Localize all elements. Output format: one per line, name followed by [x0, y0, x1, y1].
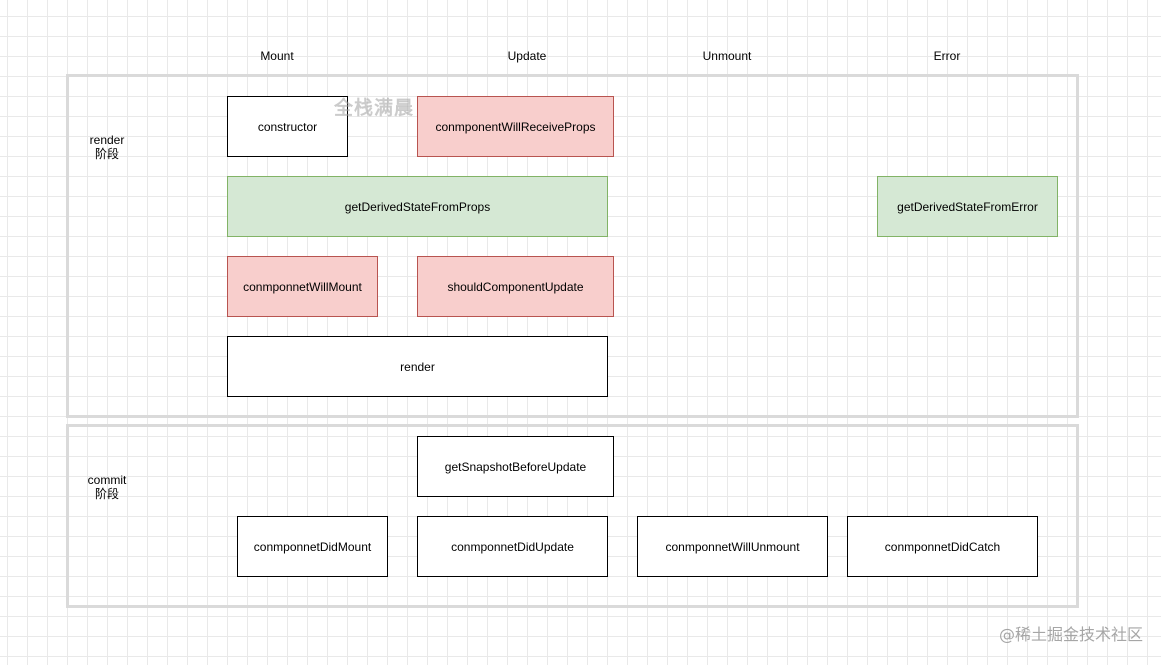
watermark-text: 全栈满晨 [334, 97, 415, 119]
render-phase-container [66, 74, 1079, 418]
column-header-error: Error [933, 49, 961, 63]
column-header-update: Update [507, 49, 547, 63]
node-did-update: conmponnetDidUpdate [417, 516, 608, 577]
render-phase-label-line1: render [89, 133, 125, 147]
node-constructor: constructor [227, 96, 348, 157]
render-phase-label-line2: 阶段 [94, 147, 119, 161]
node-will-receive-props: conmponentWillReceiveProps [417, 96, 614, 157]
node-did-catch: conmponnetDidCatch [847, 516, 1038, 577]
node-render: render [227, 336, 608, 397]
commit-phase-container [66, 424, 1079, 608]
commit-phase-label: commit 阶段 [77, 473, 137, 501]
commit-phase-label-line1: commit [87, 473, 127, 487]
column-header-unmount: Unmount [702, 49, 752, 63]
node-should-component-update: shouldComponentUpdate [417, 256, 614, 317]
node-derived-state-from-props: getDerivedStateFromProps [227, 176, 608, 237]
node-did-mount: conmponnetDidMount [237, 516, 388, 577]
render-phase-label: render 阶段 [77, 133, 137, 161]
footer-watermark: @稀土掘金技术社区 [998, 625, 1143, 644]
node-will-mount: conmponnetWillMount [227, 256, 378, 317]
column-header-mount: Mount [260, 49, 294, 63]
node-will-unmount: conmponnetWillUnmount [637, 516, 828, 577]
node-snapshot-before-update: getSnapshotBeforeUpdate [417, 436, 614, 497]
node-derived-state-from-error: getDerivedStateFromError [877, 176, 1058, 237]
commit-phase-label-line2: 阶段 [94, 487, 119, 501]
